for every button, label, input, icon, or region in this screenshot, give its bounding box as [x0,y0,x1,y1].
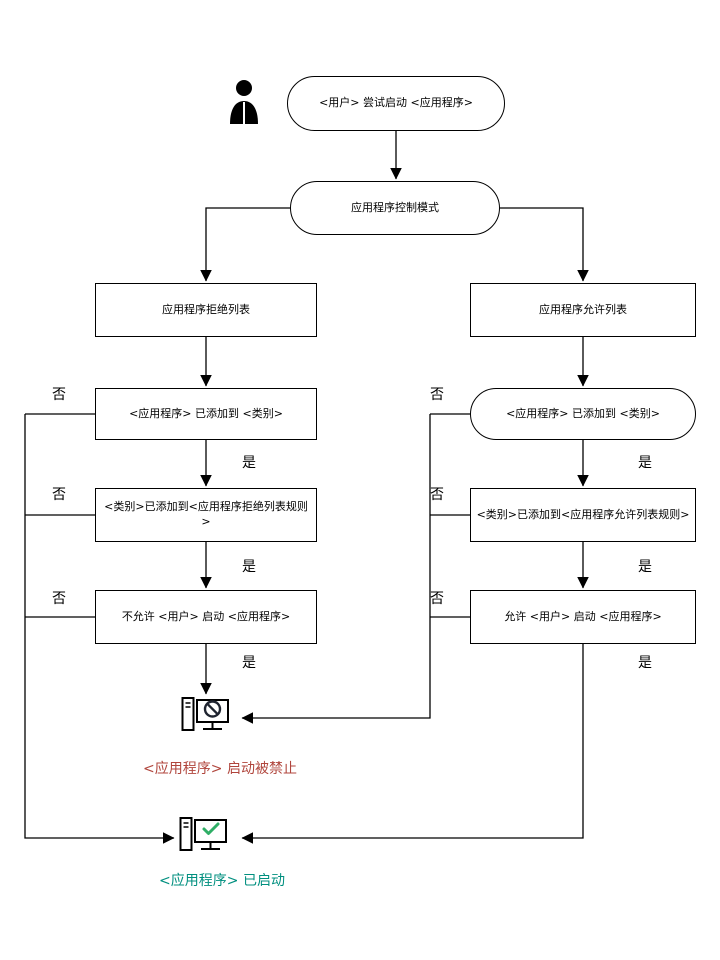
label-yes-deny-category: 是 [242,455,256,471]
node-denylist-rule-check: <类别>已添加到<应用程序拒绝列表规则> [95,488,317,542]
computer-started-icon [179,816,231,862]
label-no-allow-rule: 否 [430,487,444,503]
label-yes-deny-launch: 是 [242,655,256,671]
result-started-text: <应用程序> 已启动 [159,873,285,889]
computer-blocked-icon [181,696,233,742]
checkmark-icon [202,822,220,835]
arrow-allow-launch-to-started [241,644,584,844]
arrow-mode-to-allowlist [500,207,589,282]
label-no-deny-rule: 否 [52,487,66,503]
node-allowlist-rule-check: <类别>已添加到<应用程序允许列表规则> [470,488,696,542]
label-yes-allow-launch: 是 [638,655,652,671]
node-user-attempt: <用户> 尝试启动 <应用程序> [287,76,505,131]
node-allowlist: 应用程序允许列表 [470,283,696,337]
node-denylist: 应用程序拒绝列表 [95,283,317,337]
label-no-allow-category: 否 [430,387,444,403]
node-allowlist-category-check: <应用程序> 已添加到 <类别> [470,388,696,440]
node-deny-launch-decision: 不允许 <用户> 启动 <应用程序> [95,590,317,644]
label-yes-allow-category: 是 [638,455,652,471]
user-actor-icon [226,78,262,130]
label-yes-allow-rule: 是 [638,559,652,575]
label-no-allow-launch: 否 [430,591,444,607]
label-no-deny-launch: 否 [52,591,66,607]
result-blocked-text: <应用程序> 启动被禁止 [143,761,297,777]
prohibition-icon [203,700,222,718]
label-yes-deny-rule: 是 [242,559,256,575]
node-denylist-category-check: <应用程序> 已添加到 <类别> [95,388,317,440]
node-allow-launch-decision: 允许 <用户> 启动 <应用程序> [470,590,696,644]
node-app-control-mode: 应用程序控制模式 [290,181,500,235]
arrow-mode-to-denylist [200,207,290,282]
collector-middle-to-blocked [241,414,431,724]
label-no-deny-category: 否 [52,387,66,403]
